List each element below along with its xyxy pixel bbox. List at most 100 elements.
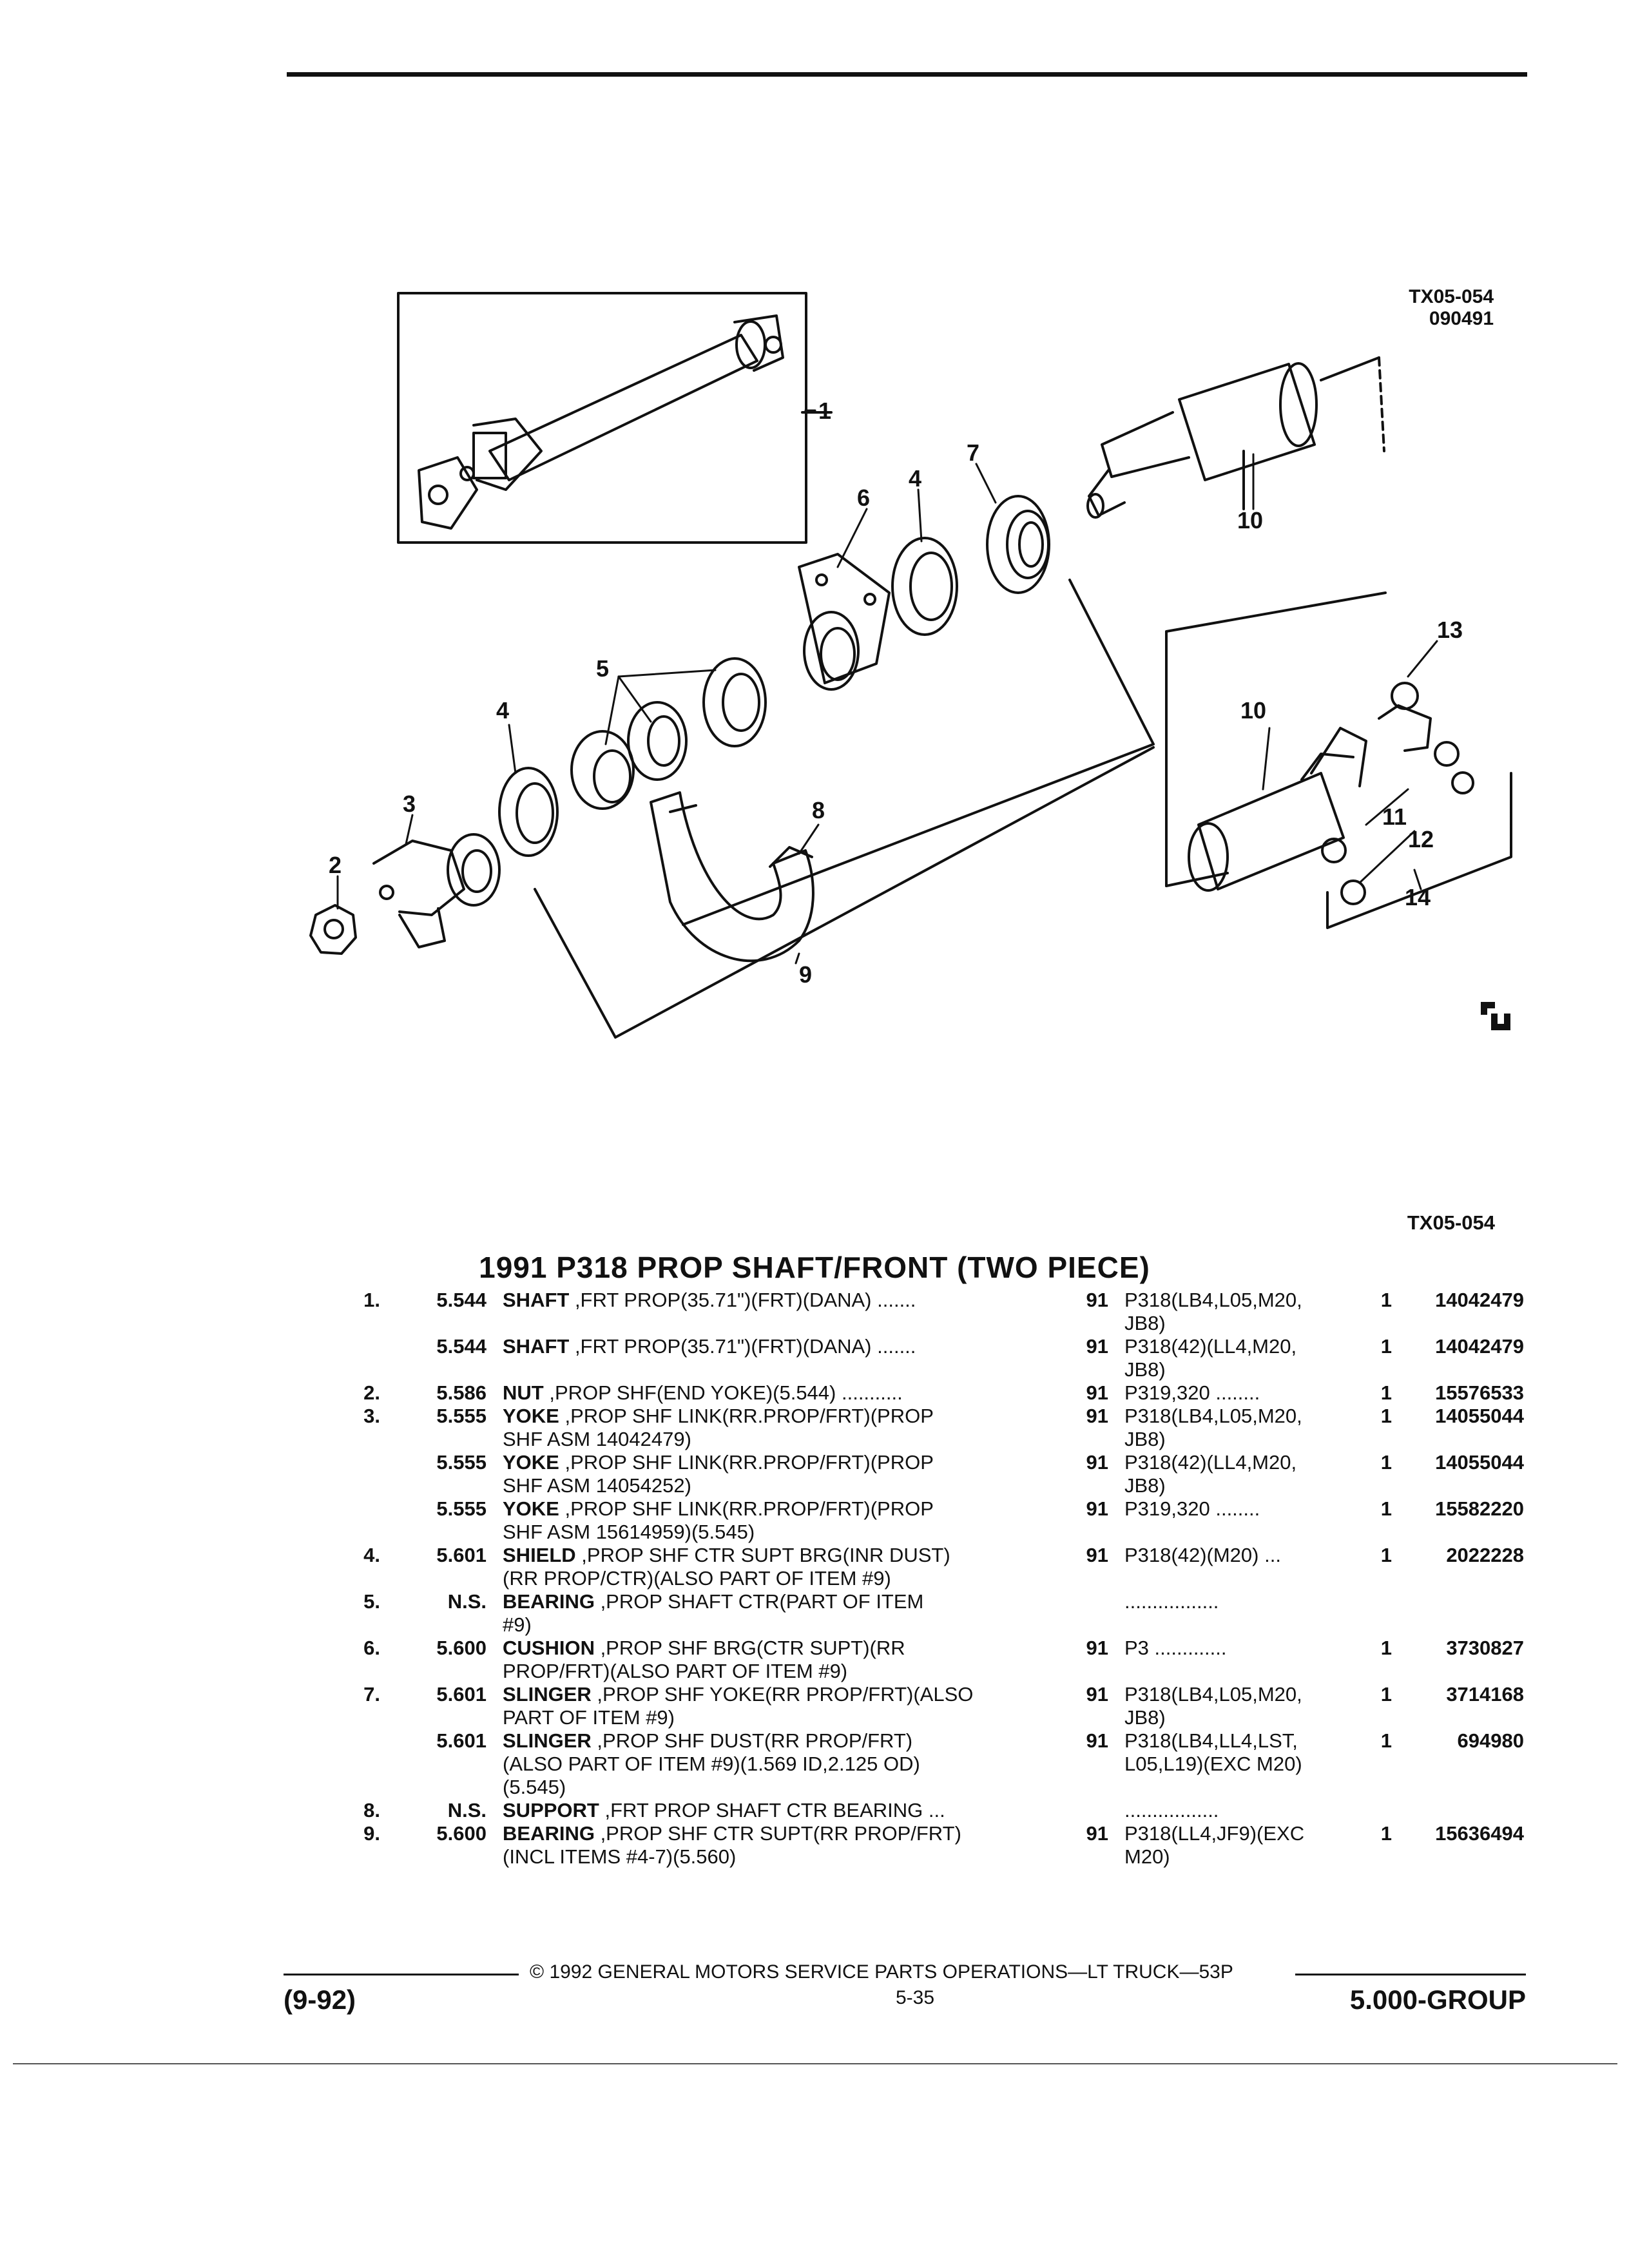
description-line: ,PROP SHF BRG(CTR SUPT)(RR — [594, 1637, 905, 1659]
table-row: 4. 5.601 SHIELD ,PROP SHF CTR SUPT BRG(INR… — [0, 1544, 1629, 1590]
application: P318(42)(LL4,M20,JB8) — [1124, 1335, 1363, 1381]
model-year: 91 — [1086, 1497, 1108, 1520]
application-line: JB8) — [1124, 1474, 1166, 1497]
group-number: 5.600 — [436, 1637, 487, 1659]
description-line: SHF ASM 14054252) — [503, 1474, 691, 1497]
description-line: ,PROP SHF DUST(RR PROP/FRT) — [591, 1729, 913, 1752]
part-description: SHAFT ,FRT PROP(35.71")(FRT)(DANA) .....… — [503, 1289, 1037, 1312]
application-line: P319,320 ........ — [1124, 1381, 1260, 1404]
part-name: SLINGER — [503, 1683, 592, 1706]
svg-text:1: 1 — [818, 398, 831, 424]
part-number: 694980 — [1457, 1729, 1524, 1752]
part-4-shield-lower — [498, 767, 559, 857]
group-number: 5.555 — [436, 1497, 487, 1520]
quantity: 1 — [1380, 1497, 1392, 1520]
svg-text:7: 7 — [967, 439, 979, 466]
svg-text:10: 10 — [1237, 507, 1263, 533]
application-line: L05,L19)(EXC M20) — [1124, 1753, 1302, 1775]
part-name: YOKE — [503, 1451, 559, 1474]
application-line: P318(LL4,JF9)(EXC — [1124, 1822, 1305, 1845]
application: P319,320 ........ — [1124, 1381, 1363, 1405]
part-name: CUSHION — [503, 1637, 595, 1659]
quantity: 1 — [1380, 1822, 1392, 1845]
part-7-slinger — [986, 495, 1050, 594]
model-year: 91 — [1086, 1822, 1108, 1845]
part-description: SLINGER ,PROP SHF YOKE(RR PROP/FRT)(ALSO… — [503, 1683, 1037, 1729]
section-title: 1991 P318 PROP SHAFT/FRONT (TWO PIECE) — [479, 1251, 1150, 1284]
group-bracket-lower — [534, 746, 1155, 1039]
part-number: 15636494 — [1435, 1822, 1524, 1845]
application-line: P318(LB4,L05,M20, — [1124, 1683, 1302, 1706]
part-name: YOKE — [503, 1405, 559, 1427]
callout-leaders — [336, 409, 1438, 965]
part-description: NUT ,PROP SHF(END YOKE)(5.544) .........… — [503, 1381, 1037, 1405]
quantity: 1 — [1380, 1637, 1392, 1659]
description-line: (RR PROP/CTR)(ALSO PART OF ITEM #9) — [503, 1567, 891, 1590]
description-line: ,PROP SHF CTR SUPT(RR PROP/FRT) — [594, 1822, 961, 1845]
part-name: SHAFT — [503, 1289, 570, 1311]
description-line: ,PROP SHF LINK(RR.PROP/FRT)(PROP — [559, 1405, 934, 1427]
application-line: JB8) — [1124, 1428, 1166, 1450]
table-row: 2. 5.586 NUT ,PROP SHF(END YOKE)(5.544) ..… — [0, 1381, 1629, 1405]
group-bracket-upper — [682, 579, 1155, 926]
group-number: 5.600 — [436, 1822, 487, 1845]
figure-id: TX05-054 090491 — [1353, 286, 1494, 330]
part-6-cushion — [798, 553, 891, 691]
shaft-10-splined — [1086, 356, 1385, 519]
item-number: 2. — [363, 1381, 380, 1404]
footer-page-number: 5-35 — [895, 1987, 935, 2008]
gm-logo-icon — [1481, 1002, 1510, 1030]
quantity: 1 — [1380, 1451, 1392, 1474]
application-line: P318(LB4,L05,M20, — [1124, 1405, 1302, 1427]
part-description: SHIELD ,PROP SHF CTR SUPT BRG(INR DUST)(… — [503, 1544, 1037, 1590]
svg-text:9: 9 — [799, 961, 812, 988]
part-name: SHAFT — [503, 1335, 570, 1358]
application: P318(42)(LL4,M20,JB8) — [1124, 1451, 1363, 1497]
item-number: 7. — [363, 1683, 380, 1706]
part-number: 14042479 — [1435, 1289, 1524, 1311]
svg-text:13: 13 — [1437, 617, 1463, 643]
model-year: 91 — [1086, 1451, 1108, 1474]
application-line: P3 ............. — [1124, 1637, 1227, 1659]
item-number: 4. — [363, 1544, 380, 1566]
svg-text:4: 4 — [909, 465, 921, 492]
svg-text:11: 11 — [1382, 803, 1407, 830]
application-line: P319,320 ........ — [1124, 1497, 1260, 1520]
quantity: 1 — [1380, 1683, 1392, 1706]
application-line: P318(42)(LL4,M20, — [1124, 1335, 1297, 1358]
description-line: (5.545) — [503, 1776, 566, 1798]
quantity: 1 — [1380, 1729, 1392, 1752]
part-name: SLINGER — [503, 1729, 592, 1752]
group-number: 5.544 — [436, 1289, 487, 1311]
application-line: JB8) — [1124, 1312, 1166, 1334]
model-year: 91 — [1086, 1335, 1108, 1358]
part-description: SLINGER ,PROP SHF DUST(RR PROP/FRT)(ALSO… — [503, 1729, 1037, 1799]
svg-text:2: 2 — [329, 852, 342, 878]
application-line: P318(LB4,LL4,LST, — [1124, 1729, 1298, 1752]
group-number: 5.601 — [436, 1544, 487, 1566]
description-line: #9) — [503, 1613, 532, 1636]
description-line: ,FRT PROP(35.71")(FRT)(DANA) ....... — [569, 1289, 916, 1311]
svg-text:6: 6 — [857, 485, 870, 511]
group-number: N.S. — [447, 1590, 487, 1613]
svg-text:12: 12 — [1408, 826, 1434, 852]
exploded-view-diagram: 1 2 3 4 5 6 4 7 8 9 10 10 11 12 13 14 — [309, 292, 1512, 1039]
item-number: 9. — [363, 1822, 380, 1845]
part-number: 14055044 — [1435, 1405, 1524, 1427]
model-year: 91 — [1086, 1729, 1108, 1752]
group-number: 5.586 — [436, 1381, 487, 1404]
model-year: 91 — [1086, 1405, 1108, 1427]
table-row: 5.N.S.BEARING ,PROP SHAFT CTR(PART OF IT… — [0, 1590, 1629, 1637]
description-line: (ALSO PART OF ITEM #9)(1.569 ID,2.125 OD… — [503, 1753, 920, 1775]
application-line: JB8) — [1124, 1358, 1166, 1381]
model-year: 91 — [1086, 1683, 1108, 1706]
application: P3 ............. — [1124, 1637, 1363, 1660]
footer-group: 5.000-GROUP — [1349, 1984, 1526, 2015]
svg-text:5: 5 — [596, 655, 609, 682]
part-name: BEARING — [503, 1590, 595, 1613]
